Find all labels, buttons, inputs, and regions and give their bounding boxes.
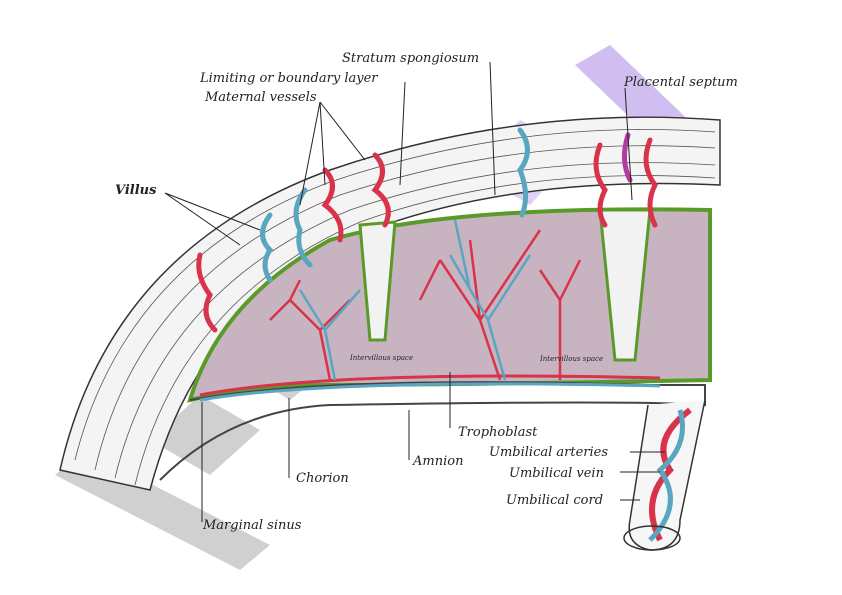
label-stratum-spongiosum: Stratum spongiosum — [342, 51, 479, 66]
label-umbilical-cord: Umbilical cord — [506, 493, 603, 508]
label-umbilical-arteries: Umbilical arteries — [489, 445, 608, 460]
label-villus: Villus — [115, 183, 157, 198]
label-intervillous-space-2: Intervillous space — [539, 355, 603, 363]
label-limiting-layer: Limiting or boundary layer — [199, 71, 378, 86]
label-maternal-vessels: Maternal vessels — [204, 90, 317, 105]
label-intervillous-space-1: Intervillous space — [349, 354, 413, 362]
leader-lines — [164, 61, 665, 522]
umbilical-cord — [623, 399, 706, 551]
maternal-vessels — [196, 127, 658, 333]
label-placental-septum: Placental septum — [623, 75, 738, 90]
label-umbilical-vein: Umbilical vein — [509, 466, 604, 481]
villous-trees — [269, 219, 582, 381]
label-trophoblast: Trophoblast — [458, 425, 538, 440]
label-chorion: Chorion — [296, 471, 349, 486]
label-amnion: Amnion — [412, 454, 463, 469]
label-marginal-sinus: Marginal sinus — [202, 518, 302, 533]
placental-septa — [358, 208, 652, 362]
chorionic-plate — [159, 381, 706, 481]
